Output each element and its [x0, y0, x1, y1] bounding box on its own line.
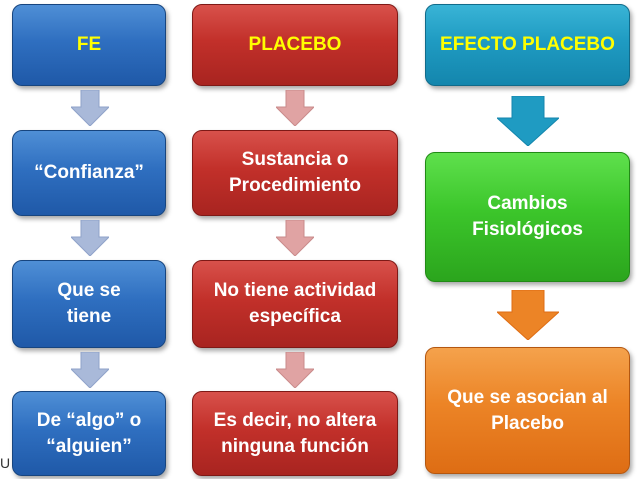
fe-arrow-2-icon — [71, 220, 109, 256]
efecto-box-2: Que se asocian al Placebo — [425, 347, 630, 474]
efecto-arrow-1-icon — [497, 96, 559, 146]
placebo-box-3: Es decir, no altera ninguna función — [192, 391, 398, 476]
fe-box-2-label: Que se tiene — [57, 280, 121, 327]
fe-box-3: De “algo” o “alguien” — [12, 391, 166, 476]
efecto-box-1: Cambios Fisiológicos — [425, 152, 630, 282]
placebo-arrow-1-icon — [276, 90, 314, 126]
fe-arrow-3-icon — [71, 352, 109, 388]
fe-header-box: FE — [12, 4, 166, 86]
placebo-box-3-label: Es decir, no altera ninguna función — [213, 409, 377, 457]
efecto-box-1-label: Cambios Fisiológicos — [472, 193, 583, 240]
fe-box-3-label: De “algo” o “alguien” — [36, 409, 142, 457]
fe-box-1-label: “Confianza” — [34, 162, 144, 184]
placebo-header-box: PLACEBO — [192, 4, 398, 86]
placebo-arrow-2-icon — [276, 220, 314, 256]
placebo-box-2: No tiene actividad específica — [192, 260, 398, 348]
placebo-box-2-label: No tiene actividad específica — [213, 280, 377, 327]
fe-header-label: FE — [76, 34, 102, 56]
placebo-header-label: PLACEBO — [248, 34, 342, 56]
fe-arrow-1-icon — [71, 90, 109, 126]
placebo-box-1-label: Sustancia o Procedimiento — [229, 149, 361, 196]
efecto-header-label: EFECTO PLACEBO — [440, 34, 615, 56]
placebo-box-1: Sustancia o Procedimiento — [192, 130, 398, 216]
efecto-arrow-2-icon — [497, 290, 559, 340]
efecto-header-box: EFECTO PLACEBO — [425, 4, 630, 86]
efecto-box-2-label: Que se asocian al Placebo — [447, 386, 608, 434]
placebo-arrow-3-icon — [276, 352, 314, 388]
fe-box-1: “Confianza” — [12, 130, 166, 216]
fe-box-2: Que se tiene — [12, 260, 166, 348]
corner-text: U — [0, 455, 11, 471]
